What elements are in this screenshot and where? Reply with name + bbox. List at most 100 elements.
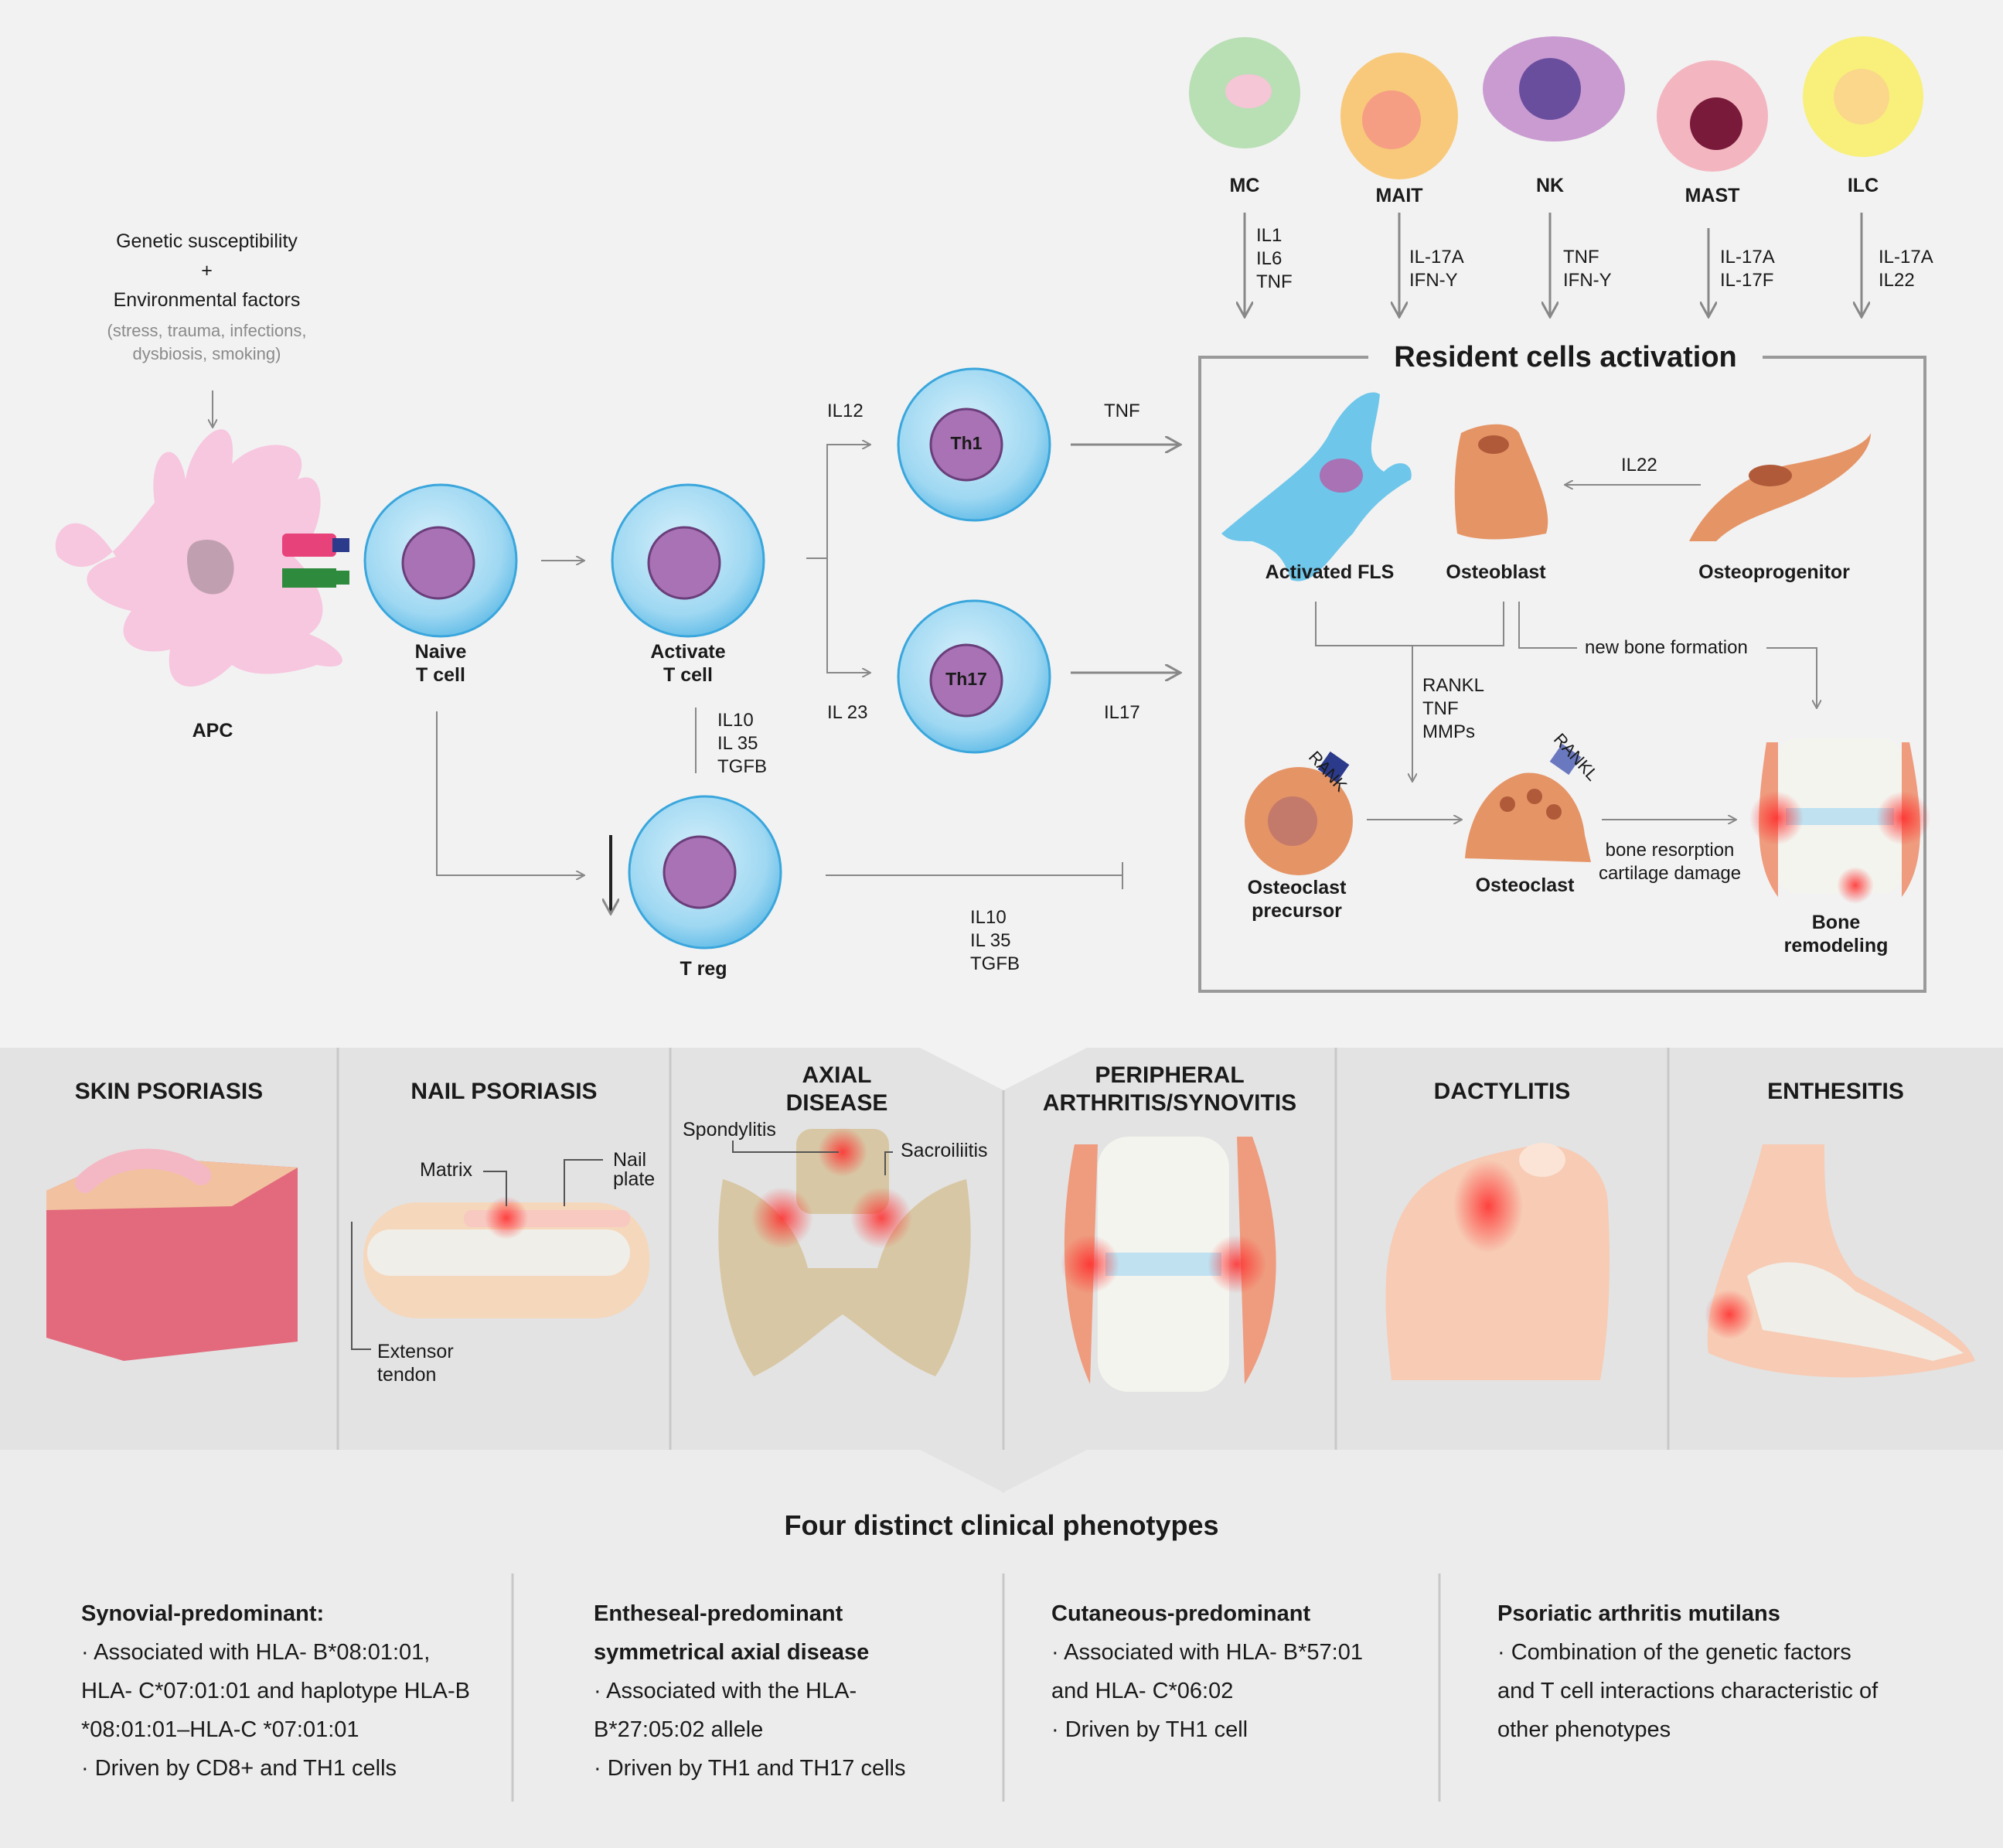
skin-psoriasis-title: SKIN PSORIASIS — [74, 1079, 264, 1104]
naive-label-2: T cell — [416, 664, 465, 686]
activate-t-cell-icon — [611, 483, 765, 638]
il23-label: IL 23 — [827, 702, 868, 723]
mast-cell-icon — [1657, 60, 1768, 172]
osteoblast-label: Osteoblast — [1446, 561, 1546, 583]
clinical-line: other phenotypes — [1497, 1717, 1671, 1742]
clinical-band — [0, 1450, 2003, 1848]
resorption-label-2: cartilage damage — [1598, 863, 1742, 884]
sacroiliitis-label: Sacroiliitis — [901, 1140, 988, 1161]
osteoclast-label: Osteoclast — [1475, 875, 1575, 896]
th17-label: Th17 — [945, 669, 987, 689]
axial-disease-illustration — [718, 1127, 971, 1376]
fls-cell-icon — [1221, 392, 1412, 581]
nk-cytokines: TNF IFN-Y — [1563, 247, 1612, 291]
peripheral-arthritis-illustration — [1061, 1137, 1276, 1392]
enthesitis-illustration — [1705, 1144, 1975, 1378]
tnf-label: TNF — [1104, 401, 1140, 421]
clinical-heading: Entheseal-predominant — [594, 1601, 843, 1626]
activation-title: Resident cells activation — [1394, 341, 1737, 373]
clinical-line: · Driven by TH1 cell — [1051, 1717, 1248, 1742]
osteoblast-cell-icon — [1454, 424, 1548, 540]
triggers-line2: Environmental factors — [113, 289, 301, 311]
clinical-heading: symmetrical axial disease — [594, 1640, 870, 1665]
clinical-column-synovial: Synovial-predominant: · Associated with … — [81, 1594, 506, 1788]
clinical-line: · Associated with HLA- B*57:01 — [1051, 1640, 1363, 1665]
osteoprogenitor-label: Osteoprogenitor — [1698, 561, 1850, 583]
clinical-title: Four distinct clinical phenotypes — [784, 1509, 1219, 1541]
mait-cell-icon — [1340, 53, 1458, 179]
clinical-line: and HLA- C*06:02 — [1051, 1679, 1234, 1703]
naive-label-1: Naive — [414, 641, 467, 663]
treg-up-cytokines: IL10 IL 35 TGFB — [717, 710, 767, 777]
clinical-heading: Psoriatic arthritis mutilans — [1497, 1601, 1780, 1626]
treg-label: T reg — [680, 958, 727, 980]
extensor-tendon-label-1: Extensor — [377, 1341, 454, 1362]
triggers-note1: (stress, trauma, infections, — [107, 321, 307, 340]
naive-t-cell-icon — [363, 483, 518, 638]
spondylitis-label: Spondylitis — [683, 1119, 776, 1141]
clinical-line: · Driven by TH1 and TH17 cells — [594, 1756, 906, 1781]
remodel-label-1: Bone — [1811, 912, 1861, 933]
clinical-line: B*27:05:02 allele — [594, 1717, 764, 1742]
dactylitis-title: DACTYLITIS — [1433, 1079, 1571, 1104]
osteoclast-precursor-label-1: Osteoclast — [1247, 877, 1347, 898]
triggers-line1: Genetic susceptibility — [116, 230, 298, 252]
enthesitis-title: ENTHESITIS — [1767, 1079, 1904, 1104]
osteoclast-cell-icon — [1465, 743, 1591, 862]
band-notch — [920, 1048, 1087, 1090]
clinical-line: · Associated with HLA- B*08:01:01, — [81, 1640, 431, 1665]
ilc-cytokines: IL-17A IL22 — [1879, 247, 1933, 291]
clinical-line: *08:01:01–HLA-C *07:01:01 — [81, 1717, 359, 1742]
nail-plate-label-2: plate — [613, 1168, 656, 1190]
il17-label: IL17 — [1104, 702, 1140, 723]
mait-label: MAIT — [1375, 185, 1423, 206]
osteoclast-precursor-label-2: precursor — [1252, 900, 1342, 922]
remodel-label-2: remodeling — [1783, 935, 1889, 956]
th1-cell-icon — [897, 367, 1051, 522]
nk-cell-icon — [1483, 36, 1625, 141]
clinical-line: HLA- C*07:01:01 and haplotype HLA-B — [81, 1679, 470, 1703]
nk-label: NK — [1535, 175, 1565, 196]
peripheral-title-1: PERIPHERAL — [1095, 1062, 1245, 1088]
apc-cell-icon — [55, 429, 349, 687]
clinical-column-entheseal: Entheseal-predominant symmetrical axial … — [594, 1594, 996, 1788]
skin-psoriasis-illustration — [46, 1148, 298, 1361]
clinical-column-mutilans: Psoriatic arthritis mutilans · Combinati… — [1497, 1594, 1961, 1749]
clinical-heading: Cutaneous-predominant — [1051, 1601, 1311, 1626]
mast-cytokines: IL-17A IL-17F — [1720, 247, 1775, 291]
triggers-plus: + — [201, 260, 213, 281]
new-bone-label: new bone formation — [1585, 637, 1748, 658]
clinical-heading: Synovial-predominant: — [81, 1601, 325, 1626]
nail-psoriasis-title: NAIL PSORIASIS — [410, 1079, 598, 1104]
fls-label: Activated FLS — [1265, 561, 1395, 583]
extensor-tendon-label-2: tendon — [377, 1364, 437, 1386]
osteoprogenitor-cell-icon — [1689, 433, 1871, 541]
rankl-cytokines: RANKL TNF MMPs — [1422, 675, 1485, 742]
il12-label: IL12 — [827, 401, 864, 421]
clinical-line: and T cell interactions characteristic o… — [1497, 1679, 1879, 1703]
mc-cytokines: IL1 IL6 TNF — [1256, 225, 1293, 292]
ilc-cell-icon — [1803, 36, 1923, 157]
activate-label-2: T cell — [663, 664, 713, 686]
apc-label: APC — [192, 720, 233, 742]
osteoclast-precursor-cell-icon — [1245, 751, 1353, 875]
nail-psoriasis-illustration — [351, 1159, 649, 1350]
peripheral-title-2: ARTHRITIS/SYNOVITIS — [1042, 1090, 1297, 1116]
ilc-label: ILC — [1847, 175, 1879, 196]
triggers-note2: dysbiosis, smoking) — [132, 344, 281, 363]
axial-title-2: DISEASE — [785, 1090, 888, 1116]
treg-cell-icon — [628, 795, 782, 950]
resorption-label-1: bone resorption — [1605, 840, 1735, 861]
th17-cell-icon — [897, 599, 1051, 754]
th1-label: Th1 — [950, 433, 983, 453]
treg-right-cytokines: IL10 IL 35 TGFB — [970, 907, 1020, 974]
mast-label: MAST — [1684, 185, 1740, 206]
mc-cell-icon — [1189, 37, 1300, 148]
clinical-column-cutaneous: Cutaneous-predominant · Associated with … — [1051, 1594, 1430, 1749]
il22-label: IL22 — [1621, 455, 1657, 476]
dactylitis-illustration — [1385, 1143, 1610, 1380]
mait-cytokines: IL-17A IFN-Y — [1409, 247, 1464, 291]
bone-remodeling-joint-icon — [1749, 738, 1930, 904]
nail-plate-label-1: Nail — [613, 1149, 647, 1171]
